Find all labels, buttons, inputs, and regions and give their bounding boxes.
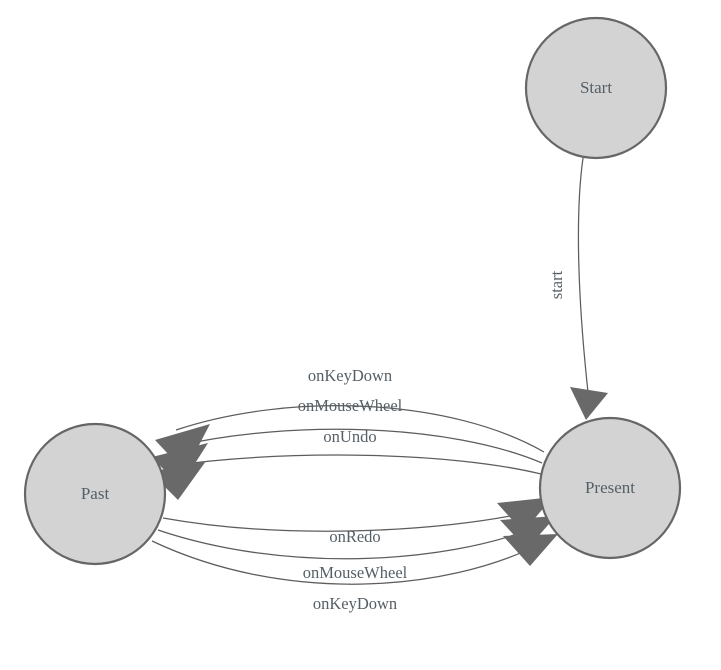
edge-label-start-to-present: start	[547, 270, 566, 299]
arrow-present-to-past-onmousewheel-icon	[152, 443, 208, 487]
edge-label-present-to-past-onkeydown: onKeyDown	[308, 366, 392, 385]
node-start-label: Start	[580, 78, 612, 97]
edge-past-to-present-onredo	[162, 511, 531, 532]
edge-present-to-past-onkeydown	[175, 405, 545, 453]
edge-label-present-to-past-onundo: onUndo	[323, 427, 376, 446]
edge-label-present-to-past-onmousewheel: onMouseWheel	[298, 396, 403, 415]
arrow-present-to-past-onundo-icon	[150, 461, 206, 500]
node-past-circle[interactable]	[23, 422, 167, 566]
edges-layer	[151, 157, 589, 585]
edge-label-past-to-present-onkeydown: onKeyDown	[313, 594, 397, 613]
node-present[interactable]: Present	[538, 416, 682, 560]
arrow-present-to-past-onkeydown-icon	[155, 424, 210, 472]
node-past[interactable]: Past	[23, 422, 167, 566]
node-start-circle[interactable]	[524, 16, 668, 160]
arrow-past-to-present-onredo-icon	[497, 497, 553, 532]
node-start[interactable]: Start	[524, 16, 668, 160]
edge-labels-layer: start onKeyDown onMouseWheel onUndo onRedo on…	[298, 270, 566, 612]
edge-label-past-to-present-onmousewheel: onMouseWheel	[303, 563, 408, 582]
arrowheads-layer	[150, 387, 608, 566]
edge-past-to-present-onmousewheel	[157, 527, 535, 560]
arrow-past-to-present-onmousewheel-icon	[500, 516, 556, 549]
node-present-circle[interactable]	[538, 416, 682, 560]
node-past-label: Past	[81, 484, 110, 503]
edge-label-past-to-present-onredo: onRedo	[329, 527, 380, 546]
edge-present-to-past-onundo	[167, 454, 542, 475]
arrow-start-to-present-icon	[570, 387, 608, 420]
node-present-label: Present	[585, 478, 635, 497]
edge-start-to-present	[577, 157, 589, 393]
edge-past-to-present-onkeydown	[151, 540, 541, 585]
edge-present-to-past-onmousewheel	[171, 428, 543, 464]
arrow-past-to-present-onkeydown-icon	[503, 534, 558, 566]
